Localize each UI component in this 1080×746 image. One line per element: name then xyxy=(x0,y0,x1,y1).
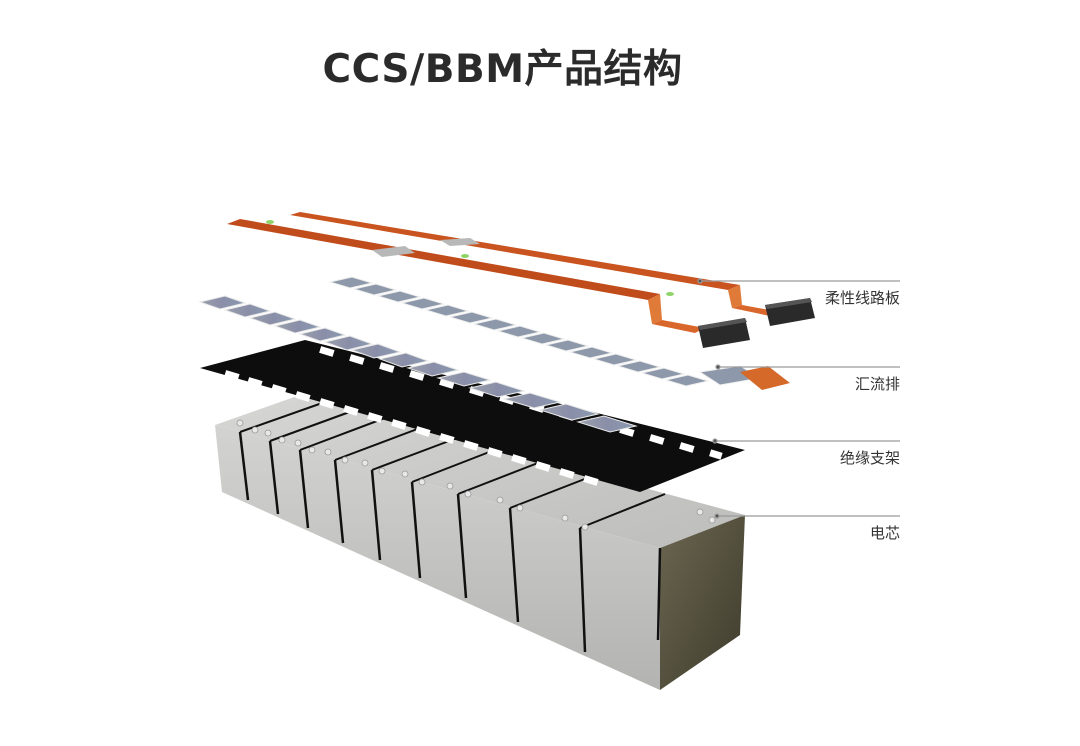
label-insulation-bracket: 绝缘支架 xyxy=(839,449,900,467)
flexible-circuit-boards xyxy=(227,212,815,348)
battery-cells xyxy=(215,395,745,690)
label-busbar: 汇流排 xyxy=(854,375,900,393)
page-title: CCS/BBM产品结构 xyxy=(322,47,683,92)
busbars xyxy=(198,276,790,433)
connector-icon xyxy=(698,298,815,348)
label-fpc: 柔性线路板 xyxy=(824,289,900,307)
leader-lines xyxy=(697,278,900,519)
label-cell: 电芯 xyxy=(869,524,900,542)
